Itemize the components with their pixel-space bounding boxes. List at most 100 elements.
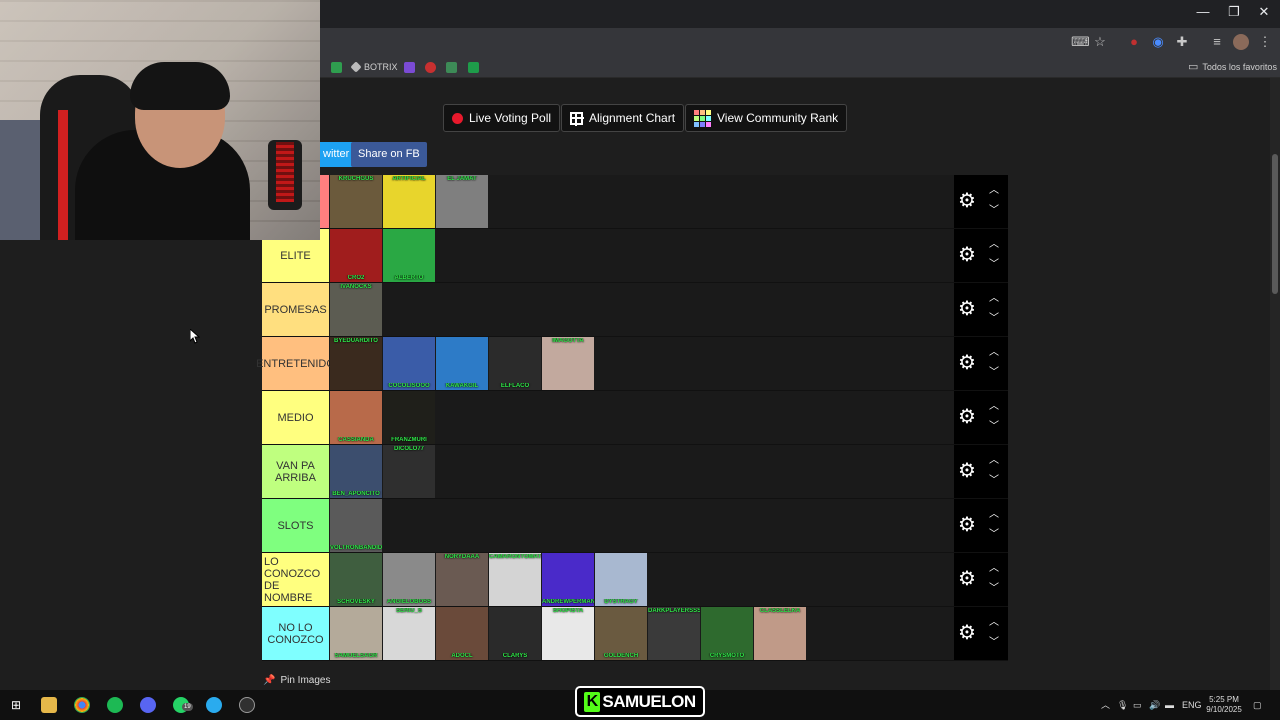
pin-images-toggle[interactable]: 📌 Pin Images: [263, 675, 330, 686]
streamer-thumbnail[interactable]: VOLTRONBANDIDO: [330, 499, 382, 552]
gear-icon[interactable]: ⚙: [958, 514, 976, 536]
vertical-scrollbar[interactable]: [1270, 78, 1280, 690]
streamer-thumbnail[interactable]: ANGIELOBOSS: [383, 553, 435, 606]
share-twitter-button[interactable]: witter: [316, 142, 357, 167]
streamer-thumbnail[interactable]: COCOLISOOO: [383, 337, 435, 390]
streamer-thumbnail[interactable]: NORYDAAA: [436, 553, 488, 606]
tier-label[interactable]: LO CONOZCO DE NOMBRE: [262, 553, 329, 606]
gear-icon[interactable]: ⚙: [958, 352, 976, 374]
audio-extension-icon[interactable]: ◉: [1152, 34, 1164, 49]
media-queue-icon[interactable]: ≡: [1213, 34, 1221, 49]
streamer-thumbnail[interactable]: EL JAMAT: [436, 175, 488, 228]
tier-label[interactable]: VAN PA ARRIBA: [262, 445, 329, 498]
streamer-thumbnail[interactable]: DICOLO77: [383, 445, 435, 498]
tier-label[interactable]: ENTRETENIDO: [256, 337, 335, 390]
battery-tray-icon[interactable]: ▬: [1165, 700, 1174, 710]
chevron-up-icon[interactable]: ︿: [989, 455, 999, 466]
chevron-down-icon[interactable]: ﹀: [989, 421, 999, 432]
streamer-thumbnail[interactable]: BEN_APONCITO: [330, 445, 382, 498]
alignment-chart-button[interactable]: Alignment Chart: [561, 104, 685, 132]
streamer-thumbnail[interactable]: BYEDUARDITO: [330, 337, 382, 390]
notifications-icon[interactable]: ▢: [1253, 700, 1262, 710]
streamer-thumbnail[interactable]: GOLDENCH: [595, 607, 647, 660]
streamer-thumbnail[interactable]: ADOCL: [436, 607, 488, 660]
obs-icon[interactable]: [239, 697, 255, 713]
chevron-up-icon[interactable]: ︿: [989, 293, 999, 304]
streamer-thumbnail[interactable]: ANDREWPERMANENTE: [542, 553, 594, 606]
streamer-thumbnail[interactable]: IVANOCKS: [330, 283, 382, 336]
language-indicator[interactable]: ENG: [1182, 700, 1202, 710]
translate-icon[interactable]: ⌨: [1071, 34, 1090, 49]
chevron-down-icon[interactable]: ﹀: [989, 205, 999, 216]
microphone-tray-icon[interactable]: 🎙: [1117, 700, 1129, 710]
gear-icon[interactable]: ⚙: [958, 244, 976, 266]
chevron-up-icon[interactable]: ︿: [989, 563, 999, 574]
gear-icon[interactable]: ⚙: [958, 622, 976, 644]
scrollbar-thumb[interactable]: [1272, 154, 1278, 294]
chevron-down-icon[interactable]: ﹀: [989, 583, 999, 594]
windows-start-icon[interactable]: ⊞: [10, 698, 22, 712]
network-tray-icon[interactable]: ▭: [1133, 700, 1142, 710]
tier-label[interactable]: PROMESAS: [262, 283, 329, 336]
streamer-thumbnail[interactable]: SHOPISTA: [542, 607, 594, 660]
chevron-up-icon[interactable]: ︿: [989, 509, 999, 520]
bookmark-botrix[interactable]: BOTRIX: [350, 60, 398, 74]
chevron-up-icon[interactable]: ︿: [989, 185, 999, 196]
close-button[interactable]: ✕: [1258, 4, 1270, 19]
chevron-down-icon[interactable]: ﹀: [989, 313, 999, 324]
streamer-thumbnail[interactable]: SERIU_S: [383, 607, 435, 660]
streamer-thumbnail[interactable]: IMAGOTTA: [542, 337, 594, 390]
chevron-down-icon[interactable]: ﹀: [989, 259, 999, 270]
red-circle-bookmark-icon[interactable]: [425, 60, 436, 74]
profile-avatar-icon[interactable]: [1233, 34, 1249, 50]
green-box-bookmark-icon[interactable]: [446, 60, 457, 74]
streamer-thumbnail[interactable]: SCHOVESKY: [330, 553, 382, 606]
sheets-bookmark-icon[interactable]: [468, 60, 479, 74]
minimize-button[interactable]: —: [1196, 4, 1210, 19]
streamer-thumbnail[interactable]: CASSIANDA: [330, 391, 382, 444]
extension-icon[interactable]: ●: [1130, 34, 1138, 49]
file-explorer-icon[interactable]: [41, 697, 57, 713]
streamer-thumbnail[interactable]: FRANZMURI: [383, 391, 435, 444]
tier-label[interactable]: NO LO CONOZCO: [262, 607, 329, 660]
chevron-up-icon[interactable]: ︿: [989, 347, 999, 358]
menu-kebab-icon[interactable]: ⋮: [1258, 34, 1272, 49]
streamer-thumbnail[interactable]: SAMUELSAGR: [330, 607, 382, 660]
drive-bookmark-icon[interactable]: [331, 60, 342, 74]
streamer-thumbnail[interactable]: CLASSLELKA: [754, 607, 806, 660]
streamer-thumbnail[interactable]: CRYSMOTO: [701, 607, 753, 660]
tray-chevron-icon[interactable]: ︿: [1101, 700, 1111, 710]
tier-label[interactable]: SLOTS: [262, 499, 329, 552]
restore-button[interactable]: ❐: [1228, 4, 1240, 19]
streamer-thumbnail[interactable]: KRUCHGUS: [330, 175, 382, 228]
streamer-thumbnail[interactable]: CLARYS: [489, 607, 541, 660]
streamer-thumbnail[interactable]: ELFLACO: [489, 337, 541, 390]
streamer-thumbnail[interactable]: ARTIFICIAL: [383, 175, 435, 228]
streamer-thumbnail[interactable]: CRO2: [330, 229, 382, 282]
gear-icon[interactable]: ⚙: [958, 406, 976, 428]
streamer-thumbnail[interactable]: DARKPLAYERSSS: [648, 607, 700, 660]
telegram-icon[interactable]: [206, 697, 222, 713]
chevron-up-icon[interactable]: ︿: [989, 617, 999, 628]
live-voting-poll-button[interactable]: Live Voting Poll: [443, 104, 561, 132]
chevron-down-icon[interactable]: ﹀: [989, 529, 999, 540]
gear-icon[interactable]: ⚙: [958, 460, 976, 482]
discord-icon[interactable]: [140, 697, 156, 713]
chevron-up-icon[interactable]: ︿: [989, 401, 999, 412]
share-fb-button[interactable]: Share on FB: [351, 142, 427, 167]
chrome-icon[interactable]: [74, 697, 90, 713]
volume-tray-icon[interactable]: 🔊: [1149, 700, 1161, 710]
gear-icon[interactable]: ⚙: [958, 190, 976, 212]
bookmark-star-icon[interactable]: ☆: [1094, 34, 1106, 49]
spotify-icon[interactable]: [107, 697, 123, 713]
whatsapp-icon[interactable]: 19: [173, 697, 193, 713]
streamer-thumbnail[interactable]: KAWAKGIL: [436, 337, 488, 390]
streamer-thumbnail[interactable]: DYSTRAGY: [595, 553, 647, 606]
streamer-thumbnail[interactable]: CAMARONTOMATE: [489, 553, 541, 606]
streamer-thumbnail[interactable]: ALBERTO: [383, 229, 435, 282]
gear-icon[interactable]: ⚙: [958, 298, 976, 320]
chevron-down-icon[interactable]: ﹀: [989, 637, 999, 648]
chevron-down-icon[interactable]: ﹀: [989, 367, 999, 378]
chevron-down-icon[interactable]: ﹀: [989, 475, 999, 486]
gear-icon[interactable]: ⚙: [958, 568, 976, 590]
